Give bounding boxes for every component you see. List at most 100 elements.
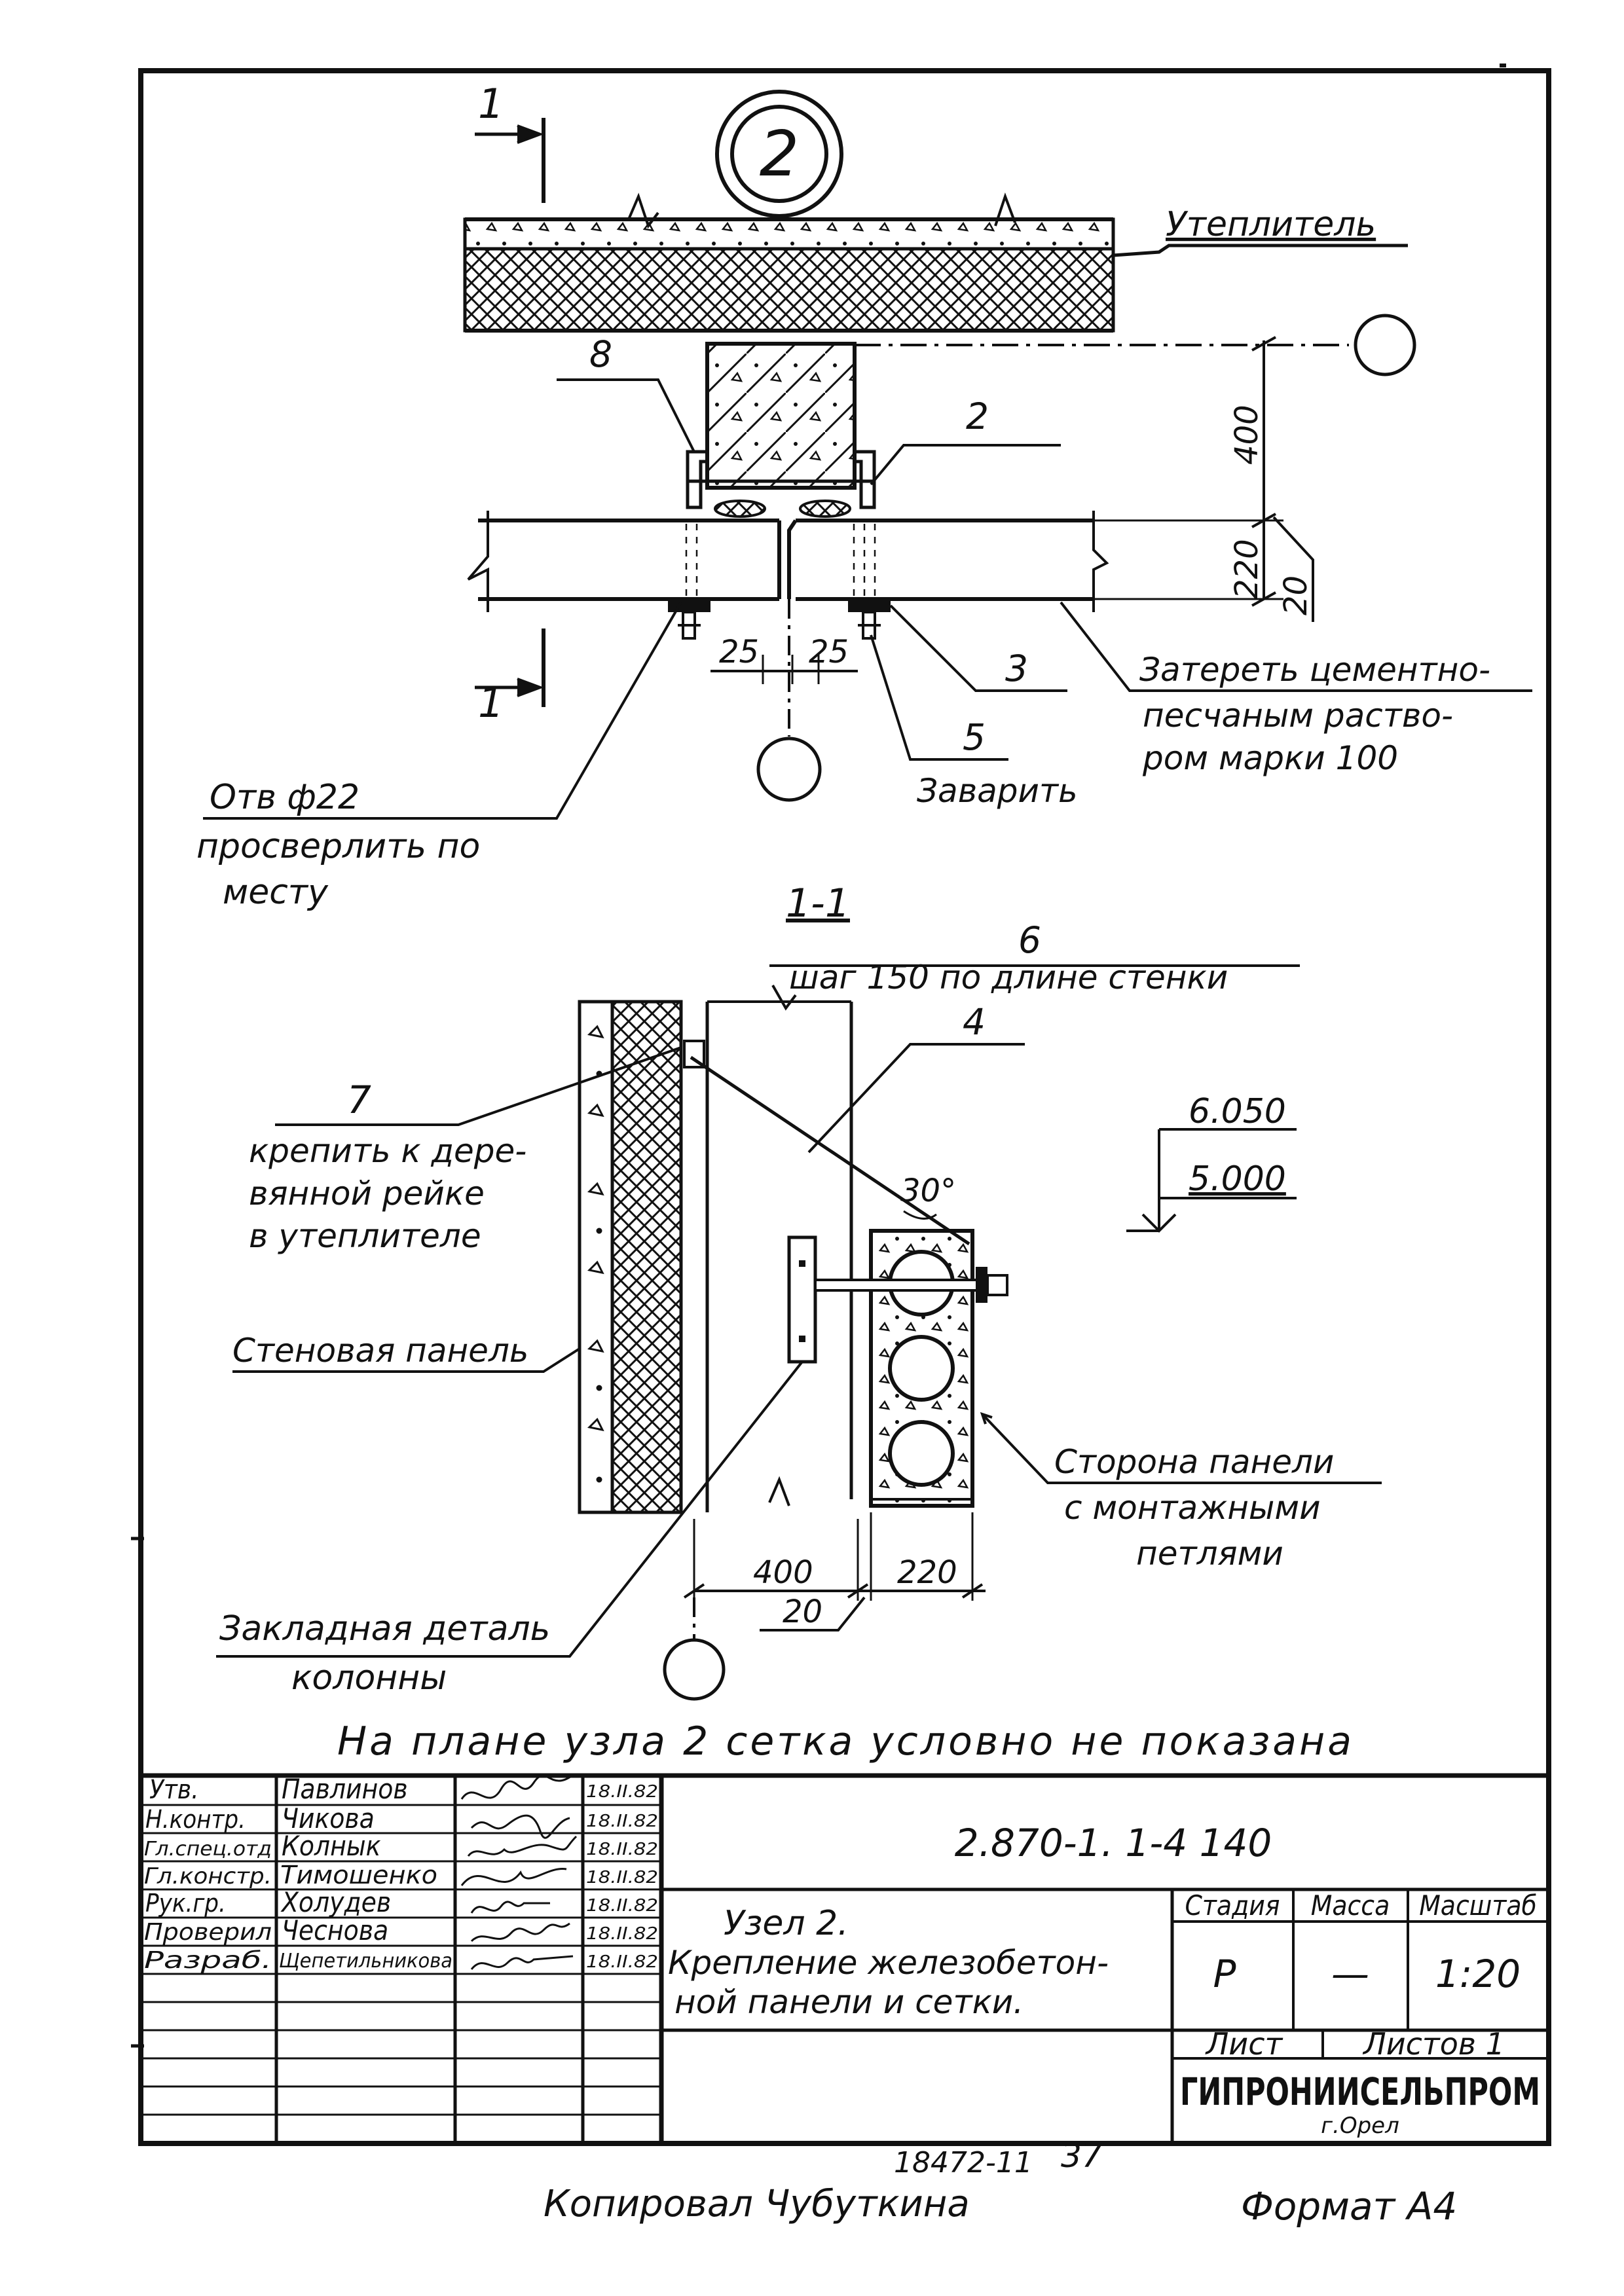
row-date: 18.II.82 xyxy=(586,1812,658,1831)
tie-rod xyxy=(691,1057,969,1244)
section-view: 1-1 6 шаг 150 по длине стенки 4 xyxy=(216,881,1382,1764)
dim-20-section: 20 xyxy=(783,1594,822,1630)
dim-20-plan: 20 xyxy=(1278,575,1314,615)
signature-rows: Утв. Павлинов 18.II.82 Н.контр. Чикова 1… xyxy=(144,1773,658,1974)
callout-4-leader xyxy=(809,1044,1025,1152)
section-mark-bottom: 1 xyxy=(478,679,504,727)
row-role: Гл.спец.отд xyxy=(144,1838,272,1861)
format-label: Формат А4 xyxy=(1241,2184,1457,2229)
embedded-leader xyxy=(216,1362,802,1656)
row-name: Чеснова xyxy=(282,1914,388,1946)
wall-panel-leader xyxy=(232,1349,580,1372)
dim-25a: 25 xyxy=(719,634,759,670)
mass-value: — xyxy=(1331,1952,1369,1996)
section-insulation xyxy=(612,1002,681,1512)
embedded-plate xyxy=(789,1237,815,1362)
pitch-note: шаг 150 по длине стенки xyxy=(789,958,1228,996)
dim-400-section: 400 xyxy=(753,1554,813,1591)
signatures xyxy=(462,1775,576,1969)
row-name: Щепетильникова xyxy=(279,1950,452,1973)
callout-5-leader xyxy=(871,635,1008,759)
node-title-3: ной панели и сетки. xyxy=(674,1983,1024,2021)
hole-leader xyxy=(203,602,681,818)
stage-header: Стадия xyxy=(1185,1889,1280,1922)
panel-side-2: с монтажными xyxy=(1064,1489,1321,1527)
section-title: 1-1 xyxy=(786,881,850,926)
insulation-leader xyxy=(1113,246,1408,255)
callout-6: 6 xyxy=(1018,919,1041,961)
sheets-label: Листов 1 xyxy=(1362,2026,1505,2062)
node-marker-inner xyxy=(732,107,826,201)
node-title-2: Крепление железобетон- xyxy=(668,1944,1109,1982)
axis-bubble-bottom xyxy=(758,738,820,800)
row-role: Утв. xyxy=(149,1775,199,1805)
node-number: 2 xyxy=(760,118,799,191)
row-date: 18.II.82 xyxy=(586,1896,658,1916)
row-name: Холудев xyxy=(280,1886,391,1918)
callout-4: 4 xyxy=(963,1001,986,1043)
hole-note-3: месту xyxy=(223,873,329,912)
axis-bubble-right xyxy=(1356,316,1414,374)
elev-bottom: 5.000 xyxy=(1189,1159,1286,1199)
section-mark-top: 1 xyxy=(478,80,504,128)
panel-side-3: петлями xyxy=(1136,1535,1283,1573)
fix-note-1: крепить к дере- xyxy=(249,1132,526,1170)
grout-note-1: Затереть цементно- xyxy=(1139,651,1490,689)
embedded-1: Закладная деталь xyxy=(219,1609,550,1649)
callout-3-leader xyxy=(891,606,1067,691)
callout-2-leader xyxy=(871,445,1061,484)
grout-note-3: ром марки 100 xyxy=(1142,739,1398,777)
copied-by: Копировал Чубуткина xyxy=(544,2183,970,2225)
row-name: Павлинов xyxy=(282,1773,408,1805)
column-block xyxy=(707,344,855,488)
signature-row: Разраб. Щепетильникова 18.II.82 xyxy=(144,1947,658,1974)
callout-5: 5 xyxy=(963,716,986,758)
wall-insulation-layer xyxy=(465,249,1113,331)
hole-note-2: просверлить по xyxy=(196,827,480,866)
fix-note-2: вянной рейке xyxy=(249,1175,485,1212)
angle-label: 30° xyxy=(900,1173,956,1209)
dim-25b: 25 xyxy=(809,634,849,670)
doc-code: 2.870-1. 1-4 140 xyxy=(955,1821,1272,1865)
wall-panel-label: Стеновая панель xyxy=(232,1332,528,1370)
elev-top: 6.050 xyxy=(1189,1092,1286,1131)
row-name: Чикова xyxy=(282,1802,375,1834)
row-date: 18.II.82 xyxy=(586,1840,658,1859)
scale-value: 1:20 xyxy=(1435,1952,1521,1996)
node-marker-outer xyxy=(717,92,841,216)
callout-7-leader xyxy=(275,1048,681,1125)
row-role: Н.контр. xyxy=(145,1805,246,1834)
panel-side-1: Сторона панели xyxy=(1054,1443,1334,1481)
mass-header: Масса xyxy=(1311,1889,1390,1922)
stage-value: Р xyxy=(1213,1952,1236,1996)
row-date: 18.II.82 xyxy=(586,1924,658,1944)
dim-400-plan: 400 xyxy=(1228,405,1265,465)
node-title-1: Узел 2. xyxy=(724,1904,849,1943)
scale-header: Масштаб xyxy=(1419,1889,1537,1922)
callout-8-leader xyxy=(557,380,694,452)
grout-note-2: песчаным раство- xyxy=(1143,697,1453,735)
org-name: ГИПРОНИИСЕЛЬПРОМ xyxy=(1180,2069,1540,2114)
hole-note-1: Отв ф22 xyxy=(210,778,360,817)
signature-row: Н.контр. Чикова 18.II.82 xyxy=(145,1802,658,1834)
signature-row: Утв. Павлинов 18.II.82 xyxy=(149,1773,658,1805)
axis-bubble-section xyxy=(665,1640,724,1699)
wall-plaster-layer xyxy=(465,219,1113,249)
callout-7: 7 xyxy=(347,1078,371,1122)
row-role: Разраб. xyxy=(144,1947,272,1974)
row-name: Тимошенко xyxy=(280,1861,437,1889)
bracket-left xyxy=(688,452,707,507)
org-city: г.Орел xyxy=(1321,2113,1399,2139)
weld-note: Заварить xyxy=(917,772,1078,810)
footer: Копировал Чубуткина 18472-11 37 Формат А… xyxy=(544,2137,1457,2229)
dim-220-plan: 220 xyxy=(1228,539,1265,599)
row-date: 18.II.82 xyxy=(586,1952,658,1972)
insulation-label: Утеплитель xyxy=(1166,205,1376,244)
sheet-label: Лист xyxy=(1205,2026,1283,2062)
signature-row: Гл.констр. Тимошенко 18.II.82 xyxy=(144,1861,658,1889)
row-name: Колнык xyxy=(282,1830,381,1862)
embedded-2: колонны xyxy=(291,1658,447,1698)
fix-note-3: в утеплителе xyxy=(249,1217,481,1255)
row-role: Гл.констр. xyxy=(144,1863,272,1889)
